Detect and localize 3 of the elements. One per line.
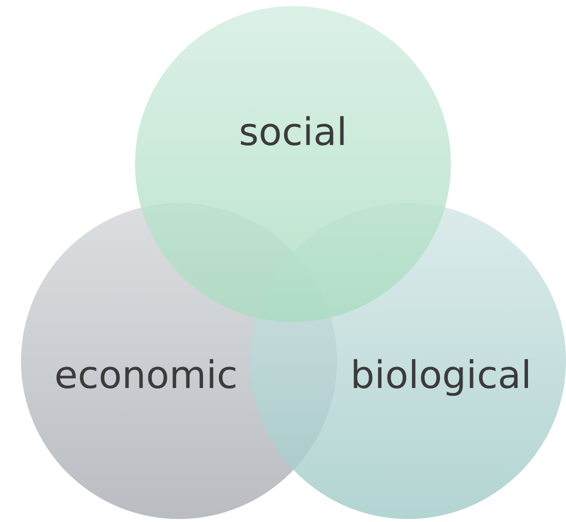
circle-label: biological bbox=[350, 353, 532, 397]
circle-label: social bbox=[238, 110, 348, 154]
circle-label: economic bbox=[54, 353, 238, 397]
